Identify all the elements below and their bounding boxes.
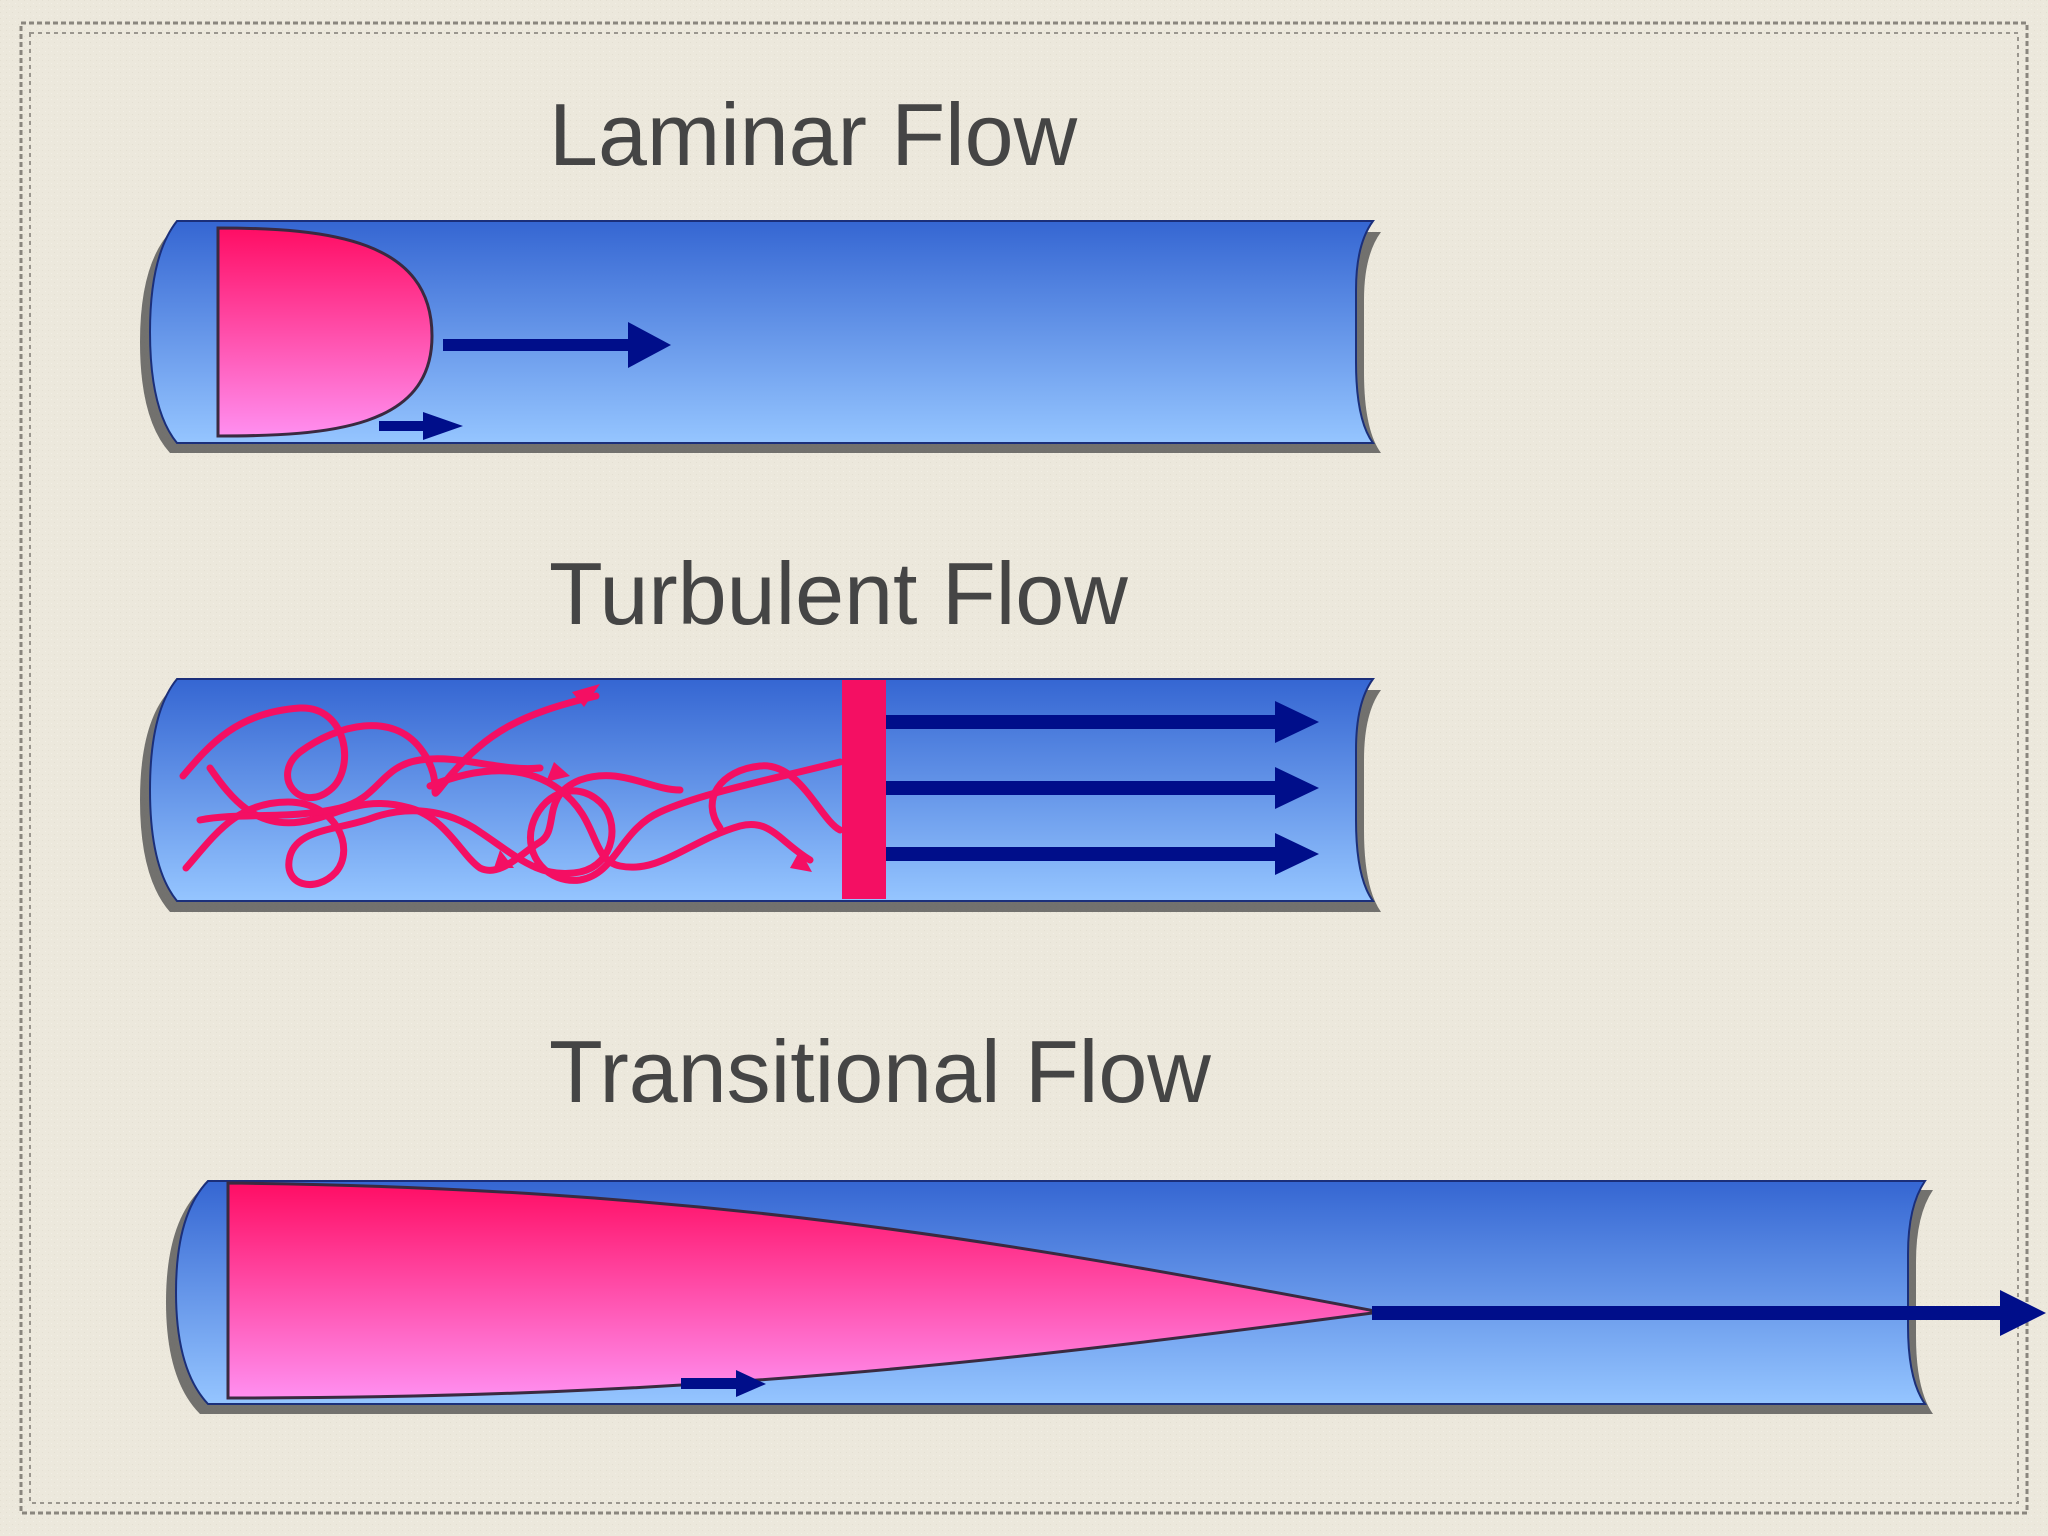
title-turbulent-flow: Turbulent Flow [549,544,1128,643]
transitional-pipe-group [166,1180,2046,1414]
turbulent-velocity-front [842,680,886,899]
velocity-arrow-icon [886,767,1319,809]
title-transitional-flow: Transitional Flow [549,1022,1211,1121]
velocity-arrow-icon [681,1370,766,1397]
title-laminar-flow: Laminar Flow [549,85,1078,184]
velocity-arrow-icon [886,833,1319,875]
laminar-velocity-profile [216,226,434,438]
velocity-arrow-icon [1372,1290,2046,1336]
outer-frame [19,21,2029,1515]
laminar-pipe-body [148,220,1375,444]
inner-frame [29,32,2019,1504]
velocity-arrow-icon [886,701,1319,743]
eddy-arrowheads [494,684,812,872]
turbulent-pipe-group [140,678,1381,912]
turbulent-eddies [179,692,844,888]
velocity-arrow-icon [379,412,463,440]
laminar-pipe-group [140,220,1381,453]
velocity-arrow-icon [443,322,671,368]
